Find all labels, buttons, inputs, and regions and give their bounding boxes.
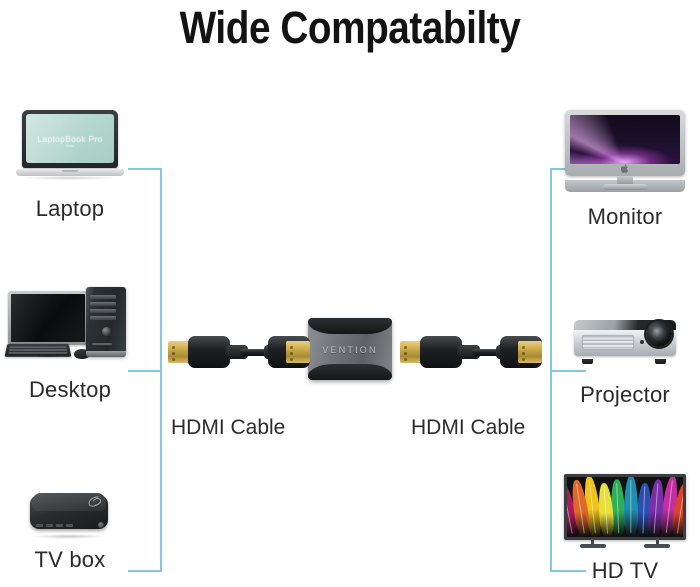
connector-line-tvbox [128,570,162,572]
device-label-monitor: Monitor [587,204,663,229]
hdmi-cable-right-icon [400,333,542,373]
projector-icon [550,318,700,368]
device-card-hdtv: HD TV [550,474,700,584]
cable-label-right: HDMI Cable [411,416,526,439]
device-label-hdtv: HD TV [591,558,659,583]
adapter-brand-label: VENTION [322,345,378,355]
cable-label-left: HDMI Cable [171,416,286,439]
hdmi-cable-left-icon [168,333,310,373]
connector-line-projector [552,370,586,372]
device-card-monitor: Monitor [550,110,700,230]
tv-wallpaper [567,477,683,537]
device-label-projector: Projector [580,382,670,407]
connector-line-desktop [128,370,162,372]
device-label-desktop: Desktop [28,377,112,402]
hd-tv-icon [550,474,700,550]
hdmi-extender-adapter-icon: VENTION [308,318,392,380]
connector-line-hdtv [552,570,586,572]
device-label-tvbox: TV box [34,547,106,572]
device-card-tvbox: TV box [0,483,140,573]
device-label-laptop: Laptop [35,196,105,221]
device-card-projector: Projector [550,318,700,408]
tv-box-icon [0,483,140,541]
laptop-screen-subtext: Intel [65,143,75,149]
laptop-icon: LaptopBook Pro Intel [0,110,140,182]
connector-line-right-vertical [550,168,552,572]
device-card-laptop: LaptopBook Pro Intel Laptop [0,110,140,222]
connector-line-laptop [128,168,162,170]
apple-logo-icon [621,164,629,173]
monitor-icon [550,110,700,192]
desktop-computer-icon [0,283,140,369]
page-title: Wide Compatabilty [179,2,521,53]
laptop-screen-text: LaptopBook Pro [37,133,103,144]
device-card-desktop: Desktop [0,283,140,403]
